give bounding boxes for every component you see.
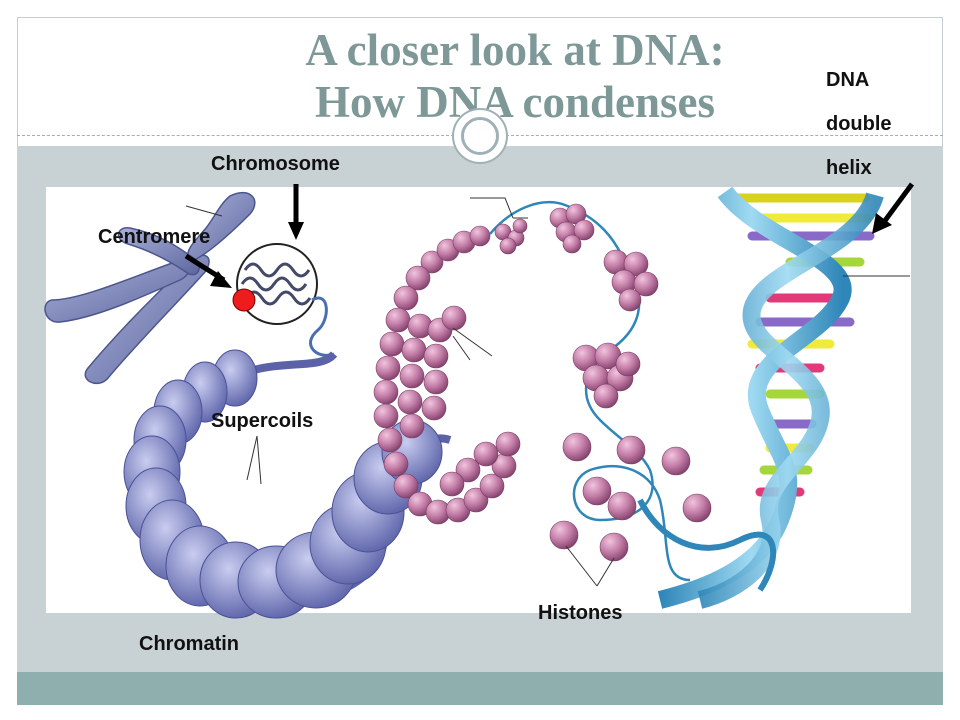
nucleosome-clusters	[494, 203, 659, 409]
label-chromosome: Chromosome	[211, 153, 340, 175]
centromere-dot	[232, 288, 256, 312]
centromere-arrow	[184, 253, 232, 288]
label-supercoils: Supercoils	[211, 410, 314, 432]
title-line-1: A closer look at DNA:	[305, 25, 725, 75]
label-dna-double-helix: DNA double helix	[826, 58, 892, 190]
label-centromere: Centromere	[98, 226, 211, 248]
supercoil-fiber	[123, 349, 452, 619]
linker-dna	[489, 201, 691, 582]
dna-helix-arrow	[872, 182, 915, 234]
dna-label-line-1: DNA	[826, 69, 870, 91]
chromosome-magnifier	[236, 243, 335, 357]
nucleosome-fiber	[373, 225, 521, 525]
dna-label-line-3: helix	[826, 157, 872, 179]
label-histones: Histones	[538, 602, 623, 624]
leader-lines	[185, 197, 910, 587]
histone-spheres	[549, 432, 712, 562]
label-chromatin: Chromatin	[139, 633, 239, 655]
chromosome-shape	[44, 191, 256, 385]
slide-title: A closer look at DNA: How DNA condenses	[250, 24, 780, 128]
dna-double-helix	[637, 186, 884, 609]
chromosome-arrow	[288, 184, 304, 240]
dna-label-line-2: double	[826, 113, 892, 135]
title-line-2: How DNA condenses	[314, 77, 716, 127]
footer-bar	[17, 672, 943, 705]
divider-ornament	[452, 108, 508, 164]
